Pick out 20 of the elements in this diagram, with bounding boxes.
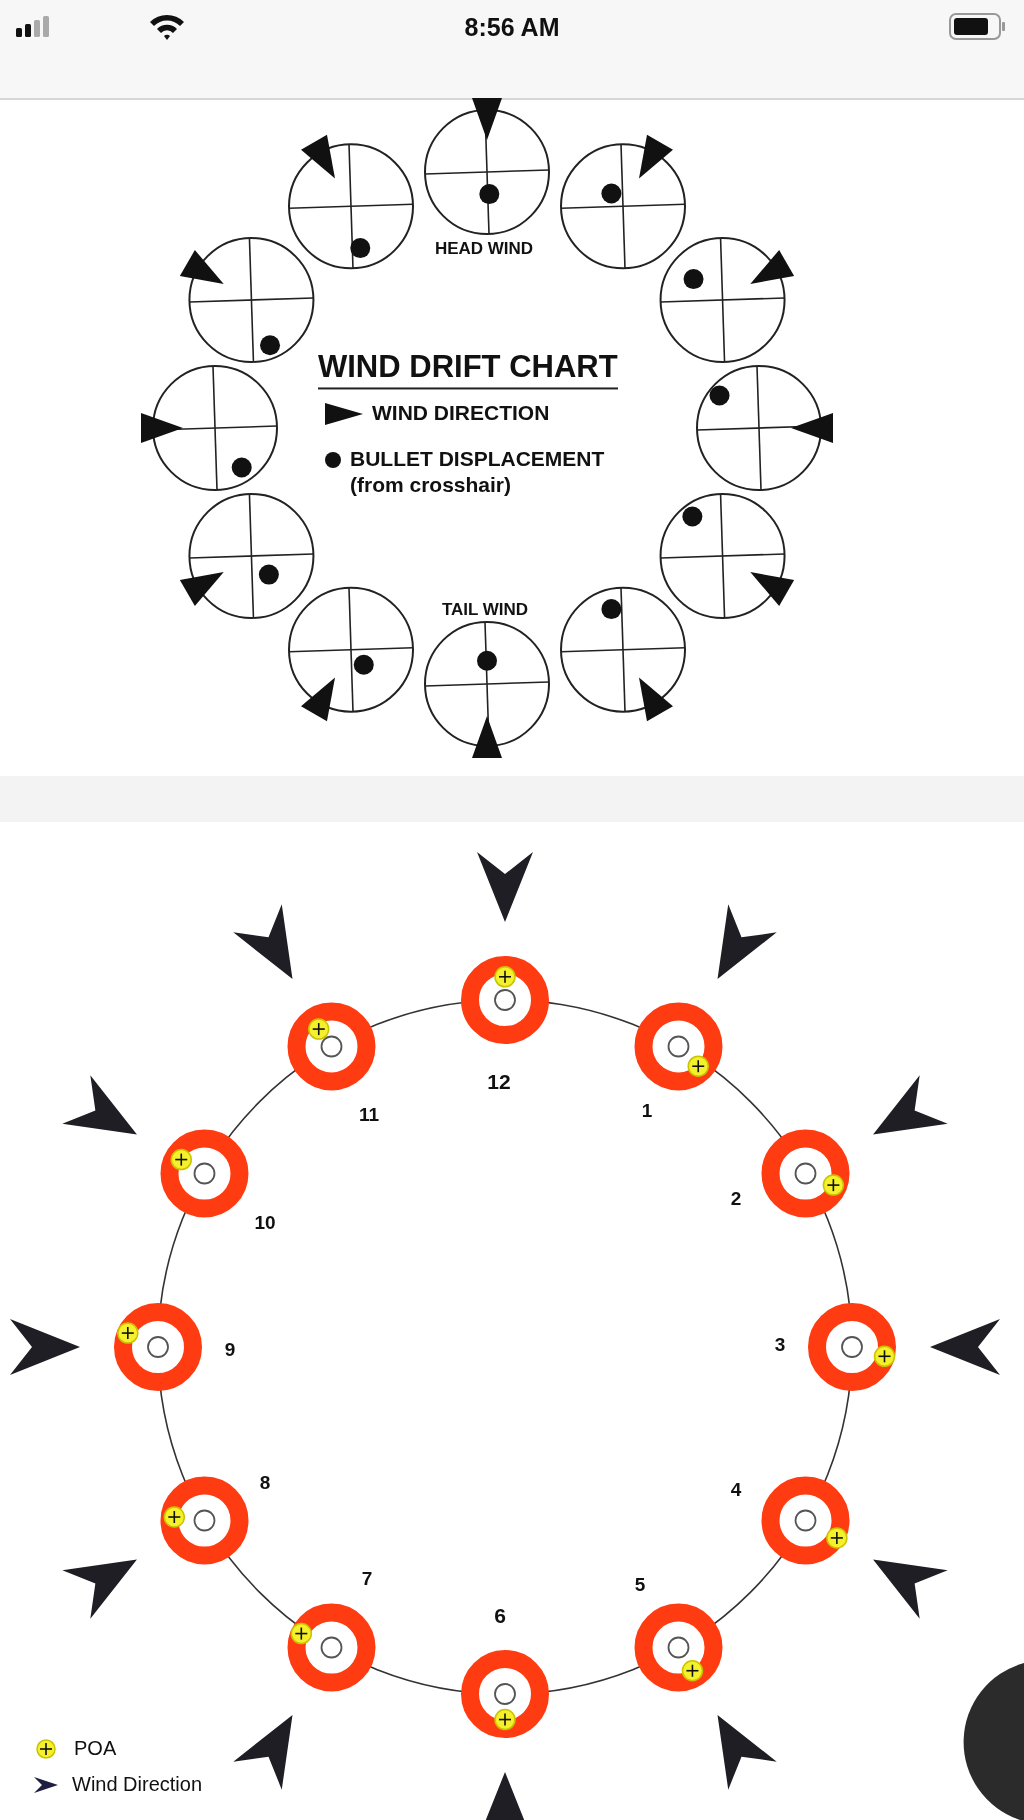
- clock-number: 3: [774, 1334, 786, 1356]
- clock-number: 12: [487, 1069, 511, 1095]
- clock-number: 10: [254, 1212, 276, 1234]
- clock-number: 4: [730, 1479, 742, 1501]
- clock-number: 7: [361, 1568, 373, 1590]
- clock-number: 1: [641, 1100, 653, 1122]
- legend-label: BULLET DISPLACEMENT (from crosshair): [350, 446, 606, 499]
- clock-number: 8: [259, 1472, 271, 1494]
- chart-title: WIND DRIFT CHART: [318, 350, 618, 390]
- legend-label: Wind Direction: [72, 1772, 204, 1797]
- legend-label: POA: [74, 1736, 118, 1761]
- clock-number: 9: [224, 1339, 236, 1361]
- clock-time: 8:56 AM: [464, 12, 560, 42]
- clock-number: 11: [358, 1104, 380, 1126]
- clock-number: 2: [730, 1188, 742, 1210]
- clock-number: 5: [634, 1574, 646, 1596]
- legend-label: WIND DIRECTION: [372, 400, 551, 426]
- clock-number: 6: [494, 1603, 506, 1629]
- zone-label: TAIL WIND: [441, 600, 529, 620]
- zone-label: HEAD WIND: [434, 239, 534, 259]
